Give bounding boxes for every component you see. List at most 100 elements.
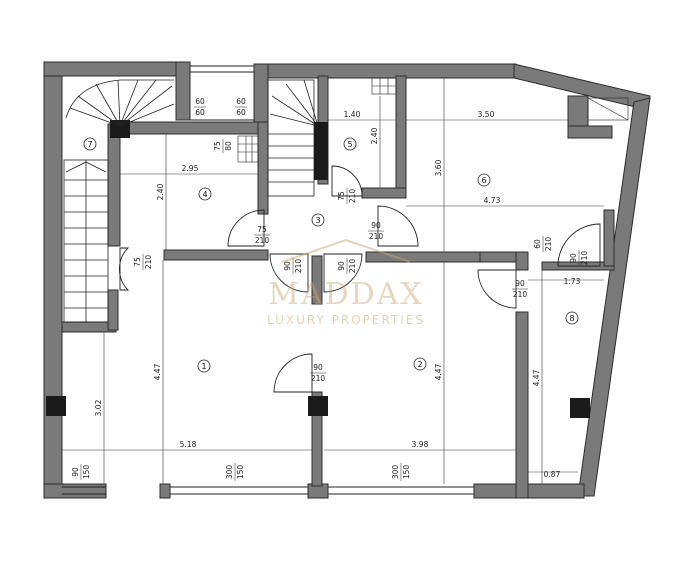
opening-90-210-f: 90 210 [310,363,326,383]
opening-300-150-a: 300 150 [225,463,245,481]
opening-height: 210 [144,255,153,270]
opening-width: 60 [236,97,246,106]
stair-spiral-step [303,79,319,127]
dim-3-98: 3.98 [412,440,429,449]
dim-4-73: 4.73 [484,196,501,205]
room-marker-1-circle [197,359,211,373]
vent-room4 [237,135,259,163]
stair-spiral-step [119,79,139,127]
opening-width: 60 [195,97,205,106]
opening-height: 60 [195,108,205,117]
wall-bottom-right [473,483,585,499]
stair-spiral-step [117,79,121,127]
stair-center-outline [267,79,315,197]
stair-spiral-step [95,83,121,127]
column-left [46,396,66,416]
opening-labels: 60 60 60 60 75 80 75 210 75 210 75 [71,97,589,481]
wall-top-middle-left [253,63,269,129]
dim-1-73: 1.73 [564,277,581,286]
room-number-7: 7 [87,140,92,149]
opening-height: 210 [255,236,270,245]
dim-5-18: 5.18 [180,440,197,449]
opening-75-210-c: 75 210 [133,254,153,270]
room-numbers: 1 2 3 4 5 6 7 8 [87,140,574,371]
opening-width: 90 [515,279,525,288]
wall-center-partition [311,255,323,305]
stair-arrow [65,161,107,173]
opening-width: 60 [533,239,542,249]
opening-75-210-a: 75 210 [337,188,357,204]
wall-left [43,61,63,499]
watermark-brand: MADDAX [268,277,424,312]
door-room1-side [273,353,313,393]
opening-width: 75 [133,257,142,267]
dim-2-40-a: 2.40 [156,183,165,200]
door-room2-top [323,253,363,293]
dim-4-47-a: 4.47 [153,363,162,380]
watermark-house-icon [281,238,411,263]
opening-width: 300 [391,465,400,480]
wall-room8-left [603,209,615,267]
dimension-lines [62,78,604,484]
stair-spiral-step [119,103,175,127]
dim-3-02: 3.02 [94,399,103,416]
wall-bottom-left [43,483,107,499]
stair-spiral-step [119,79,157,127]
exterior-walls [43,61,651,499]
opening-height: 210 [294,259,303,274]
room-marker-2-circle [413,357,427,371]
room-marker-6-circle [477,173,491,187]
opening-width: 90 [371,221,381,230]
opening-width: 90 [283,261,292,271]
opening-height: 210 [348,259,357,274]
door-room6 [377,205,419,247]
wall-stair7-side [107,289,119,331]
windows [62,65,474,495]
stair-spiral-step [69,107,121,127]
room-markers [83,137,579,373]
opening-height: 210 [311,374,326,383]
door-stair7 [119,247,130,291]
stair-spiral-step [271,95,319,127]
door-room8 [557,223,601,267]
room-marker-8-circle [565,311,579,325]
opening-90-210-e: 90 210 [512,279,528,299]
room-number-1: 1 [201,362,206,371]
opening-width: 75 [257,225,267,234]
stair-spiral-step [119,85,173,127]
dim-2-95: 2.95 [182,164,199,173]
opening-75-210-b: 75 210 [254,225,270,245]
opening-height: 60 [236,108,246,117]
opening-90-210-c: 90 210 [337,258,357,274]
wall-stair-left-top [111,121,263,135]
dim-2-40-b: 2.40 [370,127,379,144]
wall-top-left-end [175,61,191,121]
opening-height: 150 [236,465,245,480]
stair-spiral-step [77,95,121,127]
opening-60-210: 60 210 [533,236,553,252]
wall-bottom-mid [159,483,171,499]
room-number-4: 4 [202,190,207,199]
wall-right-slant [577,97,651,497]
stairs-left [63,79,175,323]
vents [237,77,629,163]
opening-height: 210 [580,251,589,266]
columns [46,120,590,418]
opening-60-60-a: 60 60 [194,97,206,117]
opening-width: 75 [213,141,222,151]
opening-height: 210 [544,237,553,252]
wall-room5-bottom [361,187,407,199]
door-room5 [331,165,363,197]
room-marker-3-circle [311,213,325,227]
room-number-8: 8 [569,314,574,323]
opening-75-80: 75 80 [213,139,233,153]
dimension-labels: 5.18 3.98 4.47 4.47 4.47 3.02 2.95 2.40 … [94,110,581,479]
wall-stair7-right [107,123,121,247]
vent-topright [587,97,629,121]
opening-90-210-a: 90 210 [368,221,384,241]
opening-60-60-b: 60 60 [235,97,247,117]
stairs-center [267,79,319,197]
opening-width: 90 [337,261,346,271]
room-marker-7-circle [83,137,97,151]
